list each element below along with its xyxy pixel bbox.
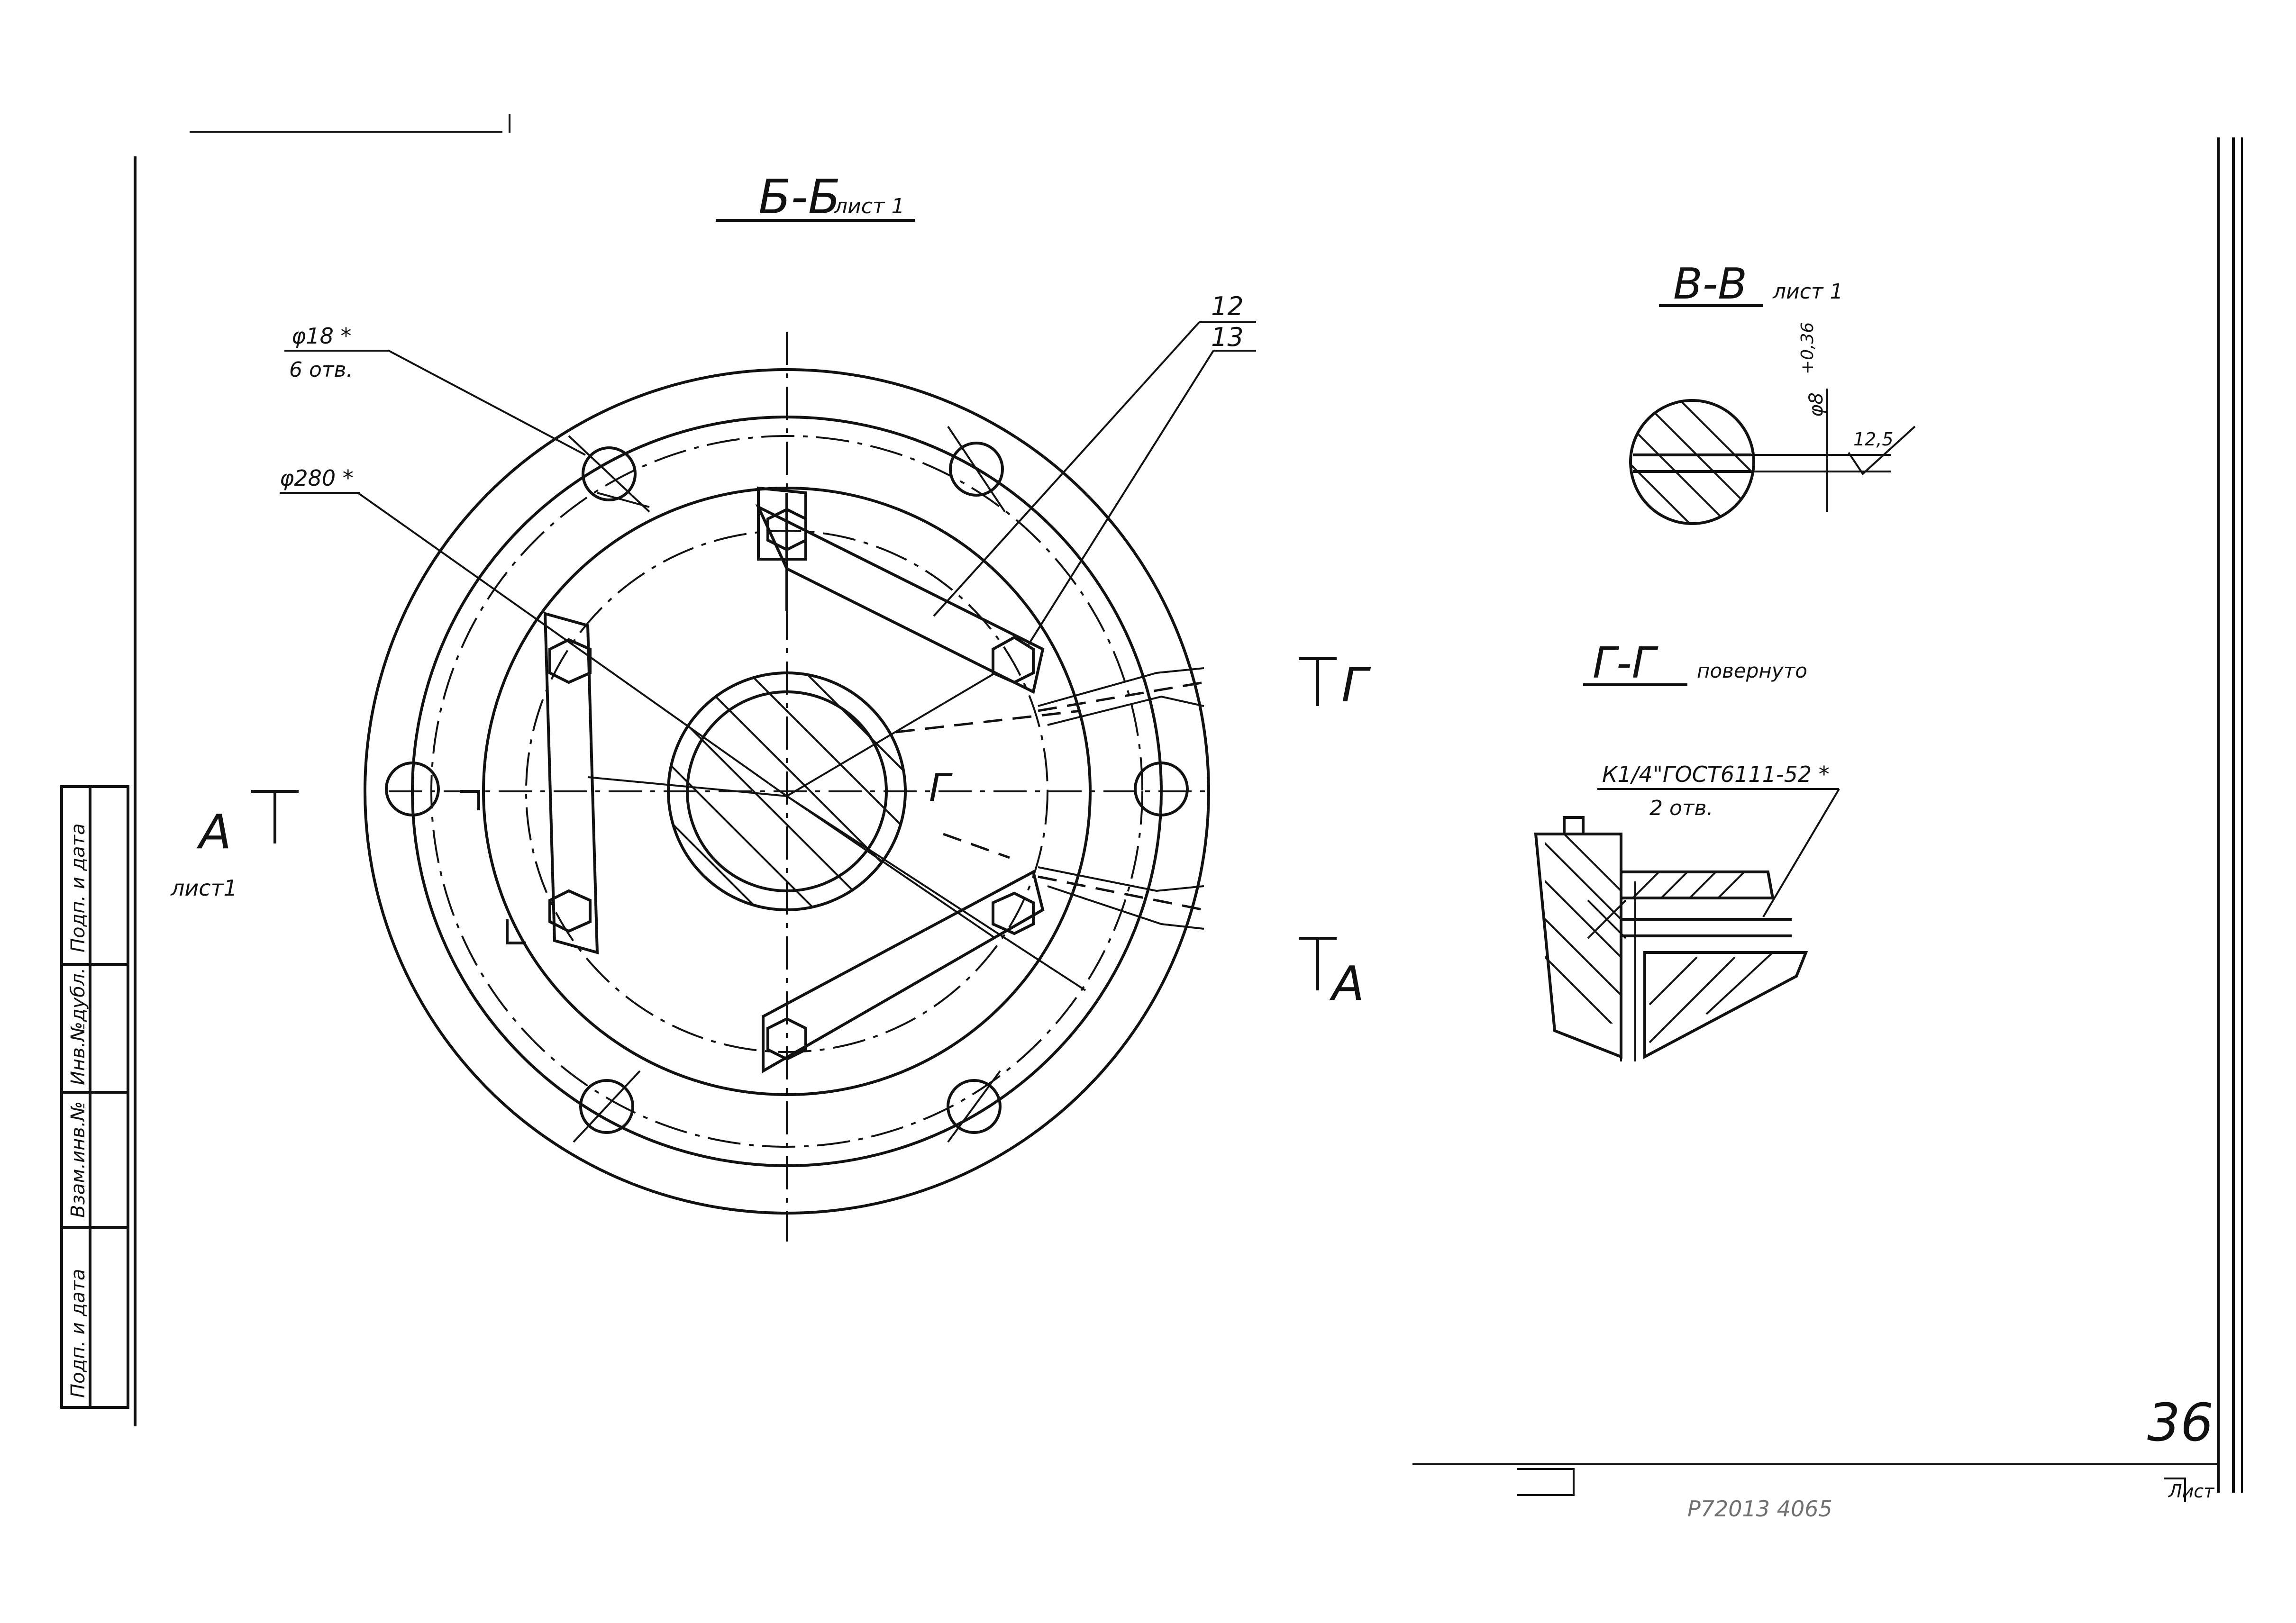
flange-outer-circle xyxy=(364,368,1210,1215)
dim-tolerance: +0,36 xyxy=(1798,322,1817,374)
holes-count-label: 6 отв. xyxy=(289,358,353,382)
hex-nut xyxy=(766,508,807,552)
bolt-hole xyxy=(949,442,1004,497)
bolt-circle xyxy=(430,435,1143,1148)
flange-view xyxy=(357,321,1256,1242)
view-marker-a-right: А xyxy=(1299,937,1364,1011)
stamp-label-1: Подп. и дата xyxy=(67,824,89,952)
footer-code: Р72013 4065 xyxy=(1687,1496,1832,1522)
stamp-column: Подп. и дата Инв.№дубл. Взам.инв.№ Подп.… xyxy=(60,785,129,1409)
roughness: 12,5 xyxy=(1853,429,1894,450)
sheet-frame xyxy=(134,114,2243,1502)
bolt-hole xyxy=(385,762,440,816)
bolt-hole xyxy=(947,1079,1002,1134)
section-gg: Г-Г повернуто К1/4"ГОСТ6111-52 * 2 отв. xyxy=(1534,638,1840,1061)
section-vv: В-В лист 1 φ8 +0,36 12,5 xyxy=(1629,259,1916,525)
bolt-hole xyxy=(579,1079,634,1134)
holes-dia-label: φ18 * xyxy=(292,323,352,349)
stamp-label-3: Взам.инв.№ xyxy=(67,1101,89,1218)
pin-section xyxy=(1629,399,1755,525)
sheet-label: Лист xyxy=(2168,1481,2215,1502)
nozzles xyxy=(1038,667,1204,930)
hex-nut xyxy=(992,635,1035,684)
bolt-circle-label: φ280 * xyxy=(280,465,354,491)
stamp-label-4: Подп. и дата xyxy=(67,1269,89,1398)
bolt-holes xyxy=(385,426,1189,1143)
hex-nut xyxy=(548,638,592,684)
view-marker-g-right: Г xyxy=(1299,657,1371,713)
svg-text:Г: Г xyxy=(1341,657,1371,713)
hex-nut xyxy=(992,891,1035,935)
part-12-label: 12 xyxy=(1211,291,1244,321)
shaft xyxy=(686,690,888,892)
section-gg-label: Г-Г xyxy=(1593,638,1659,688)
view-marker-a-left: А лист1 xyxy=(170,790,299,901)
page-number: 36 xyxy=(2147,1392,2214,1453)
section-vv-label: В-В xyxy=(1673,259,1747,309)
view-marker-g-center: Г xyxy=(929,766,953,810)
hex-nut xyxy=(548,889,592,933)
sleeve xyxy=(667,671,907,911)
section-bb-title: Б-Б лист 1 xyxy=(716,169,915,225)
svg-text:А: А xyxy=(196,804,231,860)
section-bb-ref: лист 1 xyxy=(834,194,905,218)
dim-diameter: φ8 xyxy=(1805,392,1827,417)
bolt-hole xyxy=(1134,762,1189,816)
bolt-hole xyxy=(582,446,637,501)
inner-ring xyxy=(482,487,1092,1096)
stamp-label-2: Инв.№дубл. xyxy=(67,968,89,1085)
clamp-plates xyxy=(543,486,1045,1074)
section-vv-ref: лист 1 xyxy=(1772,280,1843,304)
svg-text:лист1: лист1 xyxy=(170,875,237,901)
thread-callout: К1/4"ГОСТ6111-52 * xyxy=(1602,762,1830,787)
part-13-label: 13 xyxy=(1211,322,1244,352)
flange-inner-circle xyxy=(411,416,1163,1167)
svg-text:Г: Г xyxy=(929,766,953,810)
svg-text:А: А xyxy=(1329,956,1364,1011)
hex-nut xyxy=(766,1017,807,1061)
thread-count: 2 отв. xyxy=(1649,796,1713,820)
section-bb-label: Б-Б xyxy=(758,169,840,225)
section-gg-note: повернуто xyxy=(1697,659,1807,682)
